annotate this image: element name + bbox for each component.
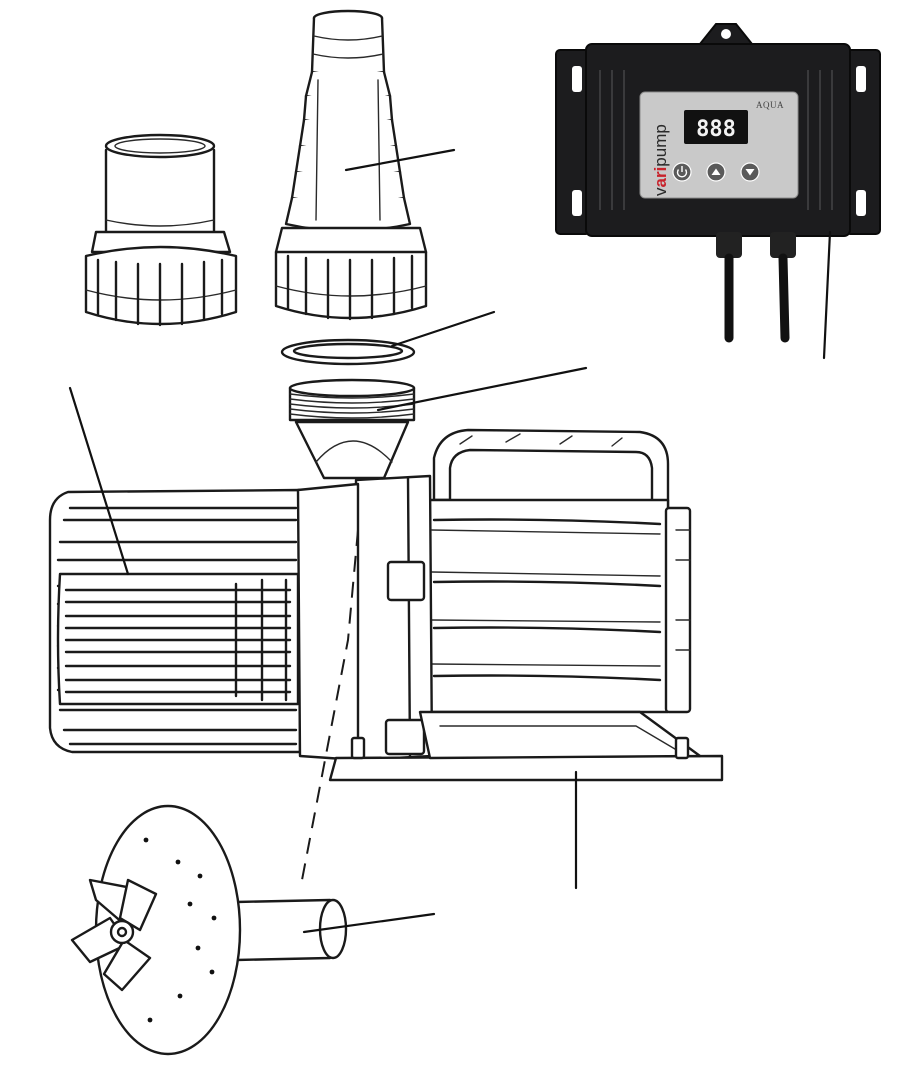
leader-sealing-ring [390,310,496,348]
pump-cable [778,253,790,343]
carry-handle [432,428,670,512]
power-button[interactable] [672,162,692,182]
impeller [70,804,348,1056]
alignment-dashed-line [301,529,359,881]
manufacturer-logo: AQUA [756,100,784,110]
leader-controller [822,230,832,360]
cable-gland-right [770,232,796,258]
down-button[interactable] [740,162,760,182]
up-button[interactable] [706,162,726,182]
power-icon [676,166,688,178]
leader-motor-housing [68,386,130,576]
base-plate [328,710,724,782]
leader-outlet-thread [376,366,588,412]
outlet-thread [288,378,416,480]
cable-gland-left [716,232,742,258]
sealing-ring [280,338,416,366]
straight-adapter [84,133,238,327]
arrow-up-icon [711,168,721,175]
leader-impeller [302,912,436,934]
brand-label: varipump [651,124,670,196]
pump-body [48,474,692,762]
display-readout: 888 [696,117,736,142]
leader-hose-tail [344,148,456,172]
controller: varipump AQUA 888 [555,23,881,343]
hose-tail-adapter [274,9,428,321]
digital-display [684,110,748,144]
arrow-down-icon [745,169,755,176]
